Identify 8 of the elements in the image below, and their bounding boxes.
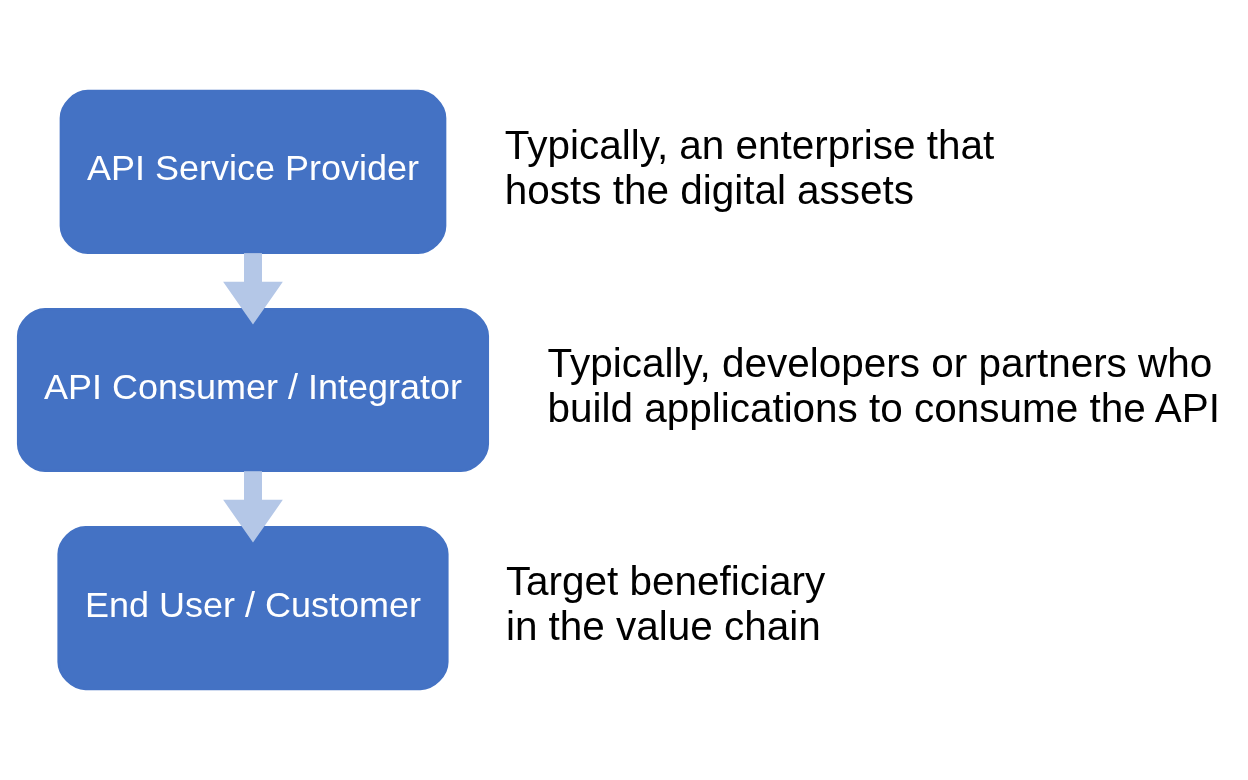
node-label: Target beneficiary in the value chain (505, 558, 825, 650)
node-label: Typically, an enterprise that hosts the digital assets (504, 122, 994, 214)
node-label: Typically, developers or partners who build applications to consume the API (547, 340, 1220, 432)
node-box: End User / Customer (56, 526, 449, 691)
arrow (222, 253, 283, 325)
node-box: API Service Provider (59, 89, 446, 254)
arrow (222, 471, 283, 543)
node-box: API Consumer / Integrator (16, 307, 489, 473)
